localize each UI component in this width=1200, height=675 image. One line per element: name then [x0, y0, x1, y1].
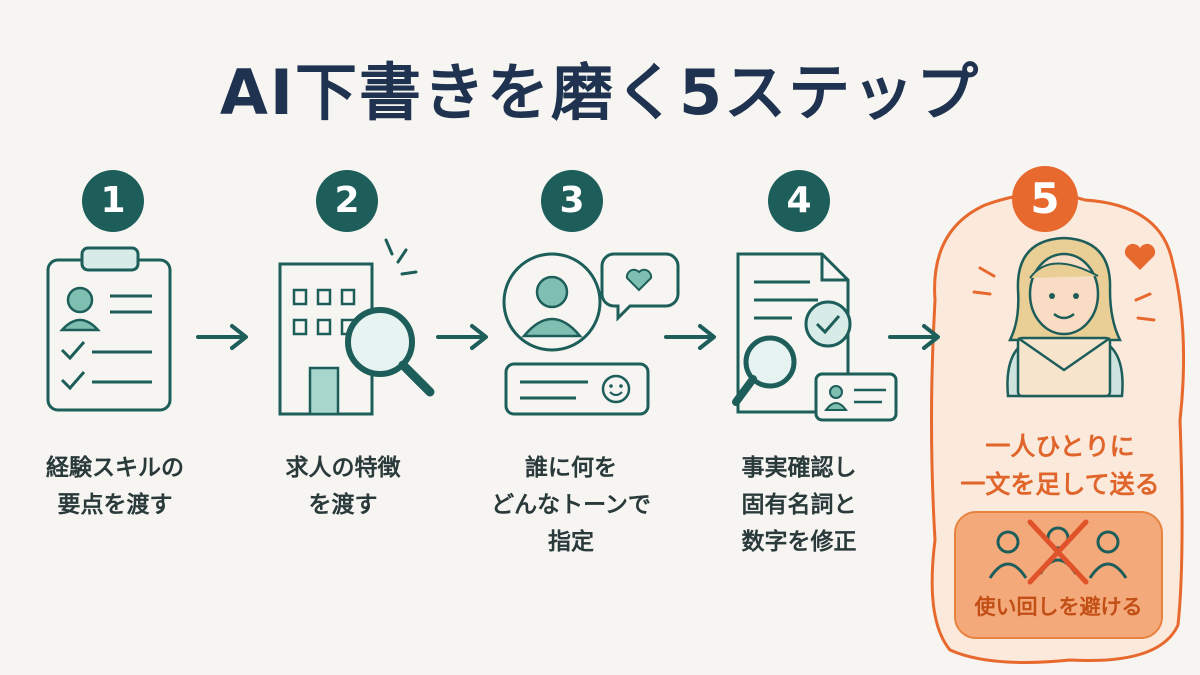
- step-3-badge: 3: [541, 170, 603, 232]
- arrow-right-icon: [888, 324, 940, 350]
- step-1-caption: 経験スキルの 要点を渡す: [46, 455, 184, 518]
- arrow-right-icon: [664, 324, 716, 350]
- clipboard-icon: [46, 246, 172, 412]
- step-3-caption: 誰に何を どんなトーンで 指定: [491, 455, 651, 555]
- person-tone-icon: [502, 252, 680, 416]
- arrow-right-icon: [196, 324, 248, 350]
- avoid-reuse-badge: [954, 511, 1163, 639]
- step-4-badge: 4: [768, 170, 830, 232]
- step-4-caption: 事実確認し 固有名詞と 数字を修正: [741, 455, 857, 555]
- avoid-reuse-label: 使い回しを避ける: [974, 595, 1143, 619]
- step-5-caption: 一人ひとりに 一文を足して送る: [960, 432, 1160, 499]
- crossed-people-icon: [988, 519, 1128, 585]
- step-5-badge: 5: [1012, 166, 1078, 232]
- step-1-badge: 1: [82, 170, 144, 232]
- page-title: AI下書きを磨く5ステップ: [219, 56, 981, 129]
- building-search-icon: [278, 238, 435, 416]
- woman-envelope-icon: [972, 236, 1156, 398]
- step-2-caption: 求人の特徴 を渡す: [285, 455, 401, 518]
- step-2-badge: 2: [316, 170, 378, 232]
- document-check-icon: [732, 252, 898, 422]
- arrow-right-icon: [436, 324, 488, 350]
